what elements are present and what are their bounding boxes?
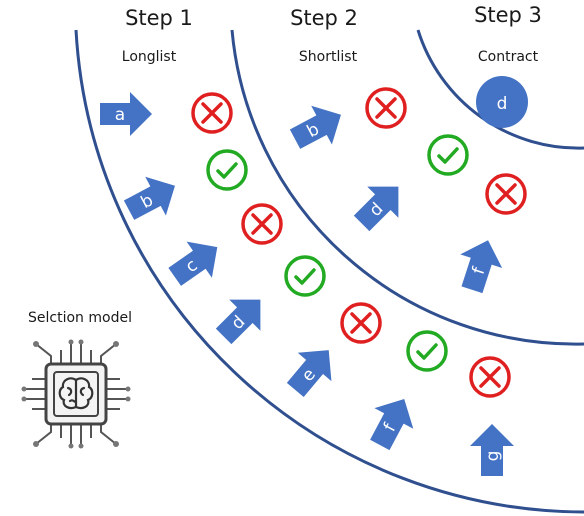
longlist-arrow-d-shape [215, 299, 261, 345]
longlist-arrow-f: f [370, 399, 414, 451]
longlist-arrow-f-shape [370, 399, 414, 451]
longlist-a-cross-icon [191, 92, 233, 134]
step-2-title: Step 2 [290, 6, 358, 30]
longlist-arrow-a-shape [100, 92, 152, 136]
longlist-arrow-b-shape [123, 176, 175, 220]
step-3-title: Step 3 [474, 3, 542, 27]
shortlist-arrow-f-shape [460, 240, 503, 294]
shortlist-arrow-d-shape [353, 186, 399, 232]
shortlist-arrow-f: f [460, 240, 503, 294]
longlist-g-cross-icon [469, 356, 511, 398]
longlist-c-cross-icon [241, 203, 283, 245]
step-1-title: Step 1 [125, 6, 193, 30]
contract-item-label: d [497, 94, 508, 114]
model-label: Selction model [28, 310, 132, 326]
shortlist-arrow-b: b [289, 105, 341, 149]
longlist-f-check-icon [406, 330, 448, 372]
longlist-arrow-e: e [286, 350, 332, 397]
shortlist-arrow-b-shape [289, 105, 341, 149]
longlist-arrow-e-shape [286, 350, 332, 397]
shortlist-d-check-icon [427, 134, 469, 176]
longlist-arrow-g: g [470, 424, 514, 476]
shortlist-arrow-d: d [353, 186, 399, 232]
shortlist-f-cross-icon [485, 173, 527, 215]
longlist-arrow-a-label: a [115, 105, 125, 125]
ai-chip-brain-icon [21, 339, 131, 449]
longlist-arrow-g-shape [470, 424, 514, 476]
longlist-arrow-d: d [215, 299, 261, 345]
step-3-subtitle: Contract [478, 49, 539, 65]
longlist-b-check-icon [206, 149, 248, 191]
step-2-subtitle: Shortlist [299, 49, 358, 65]
longlist-arrow-c-shape [168, 241, 218, 286]
longlist-e-cross-icon [340, 302, 382, 344]
longlist-arrow-g-label: g [483, 451, 503, 462]
longlist-arrow-c: c [168, 241, 218, 286]
outer-ring [74, 29, 584, 514]
step-1-subtitle: Longlist [122, 49, 177, 65]
longlist-arrow-b: b [123, 176, 175, 220]
shortlist-b-cross-icon [365, 87, 407, 129]
contract-item: d [476, 76, 528, 128]
longlist-d-check-icon [284, 255, 326, 297]
middle-ring [230, 29, 584, 346]
longlist-arrow-a: a [100, 92, 152, 136]
